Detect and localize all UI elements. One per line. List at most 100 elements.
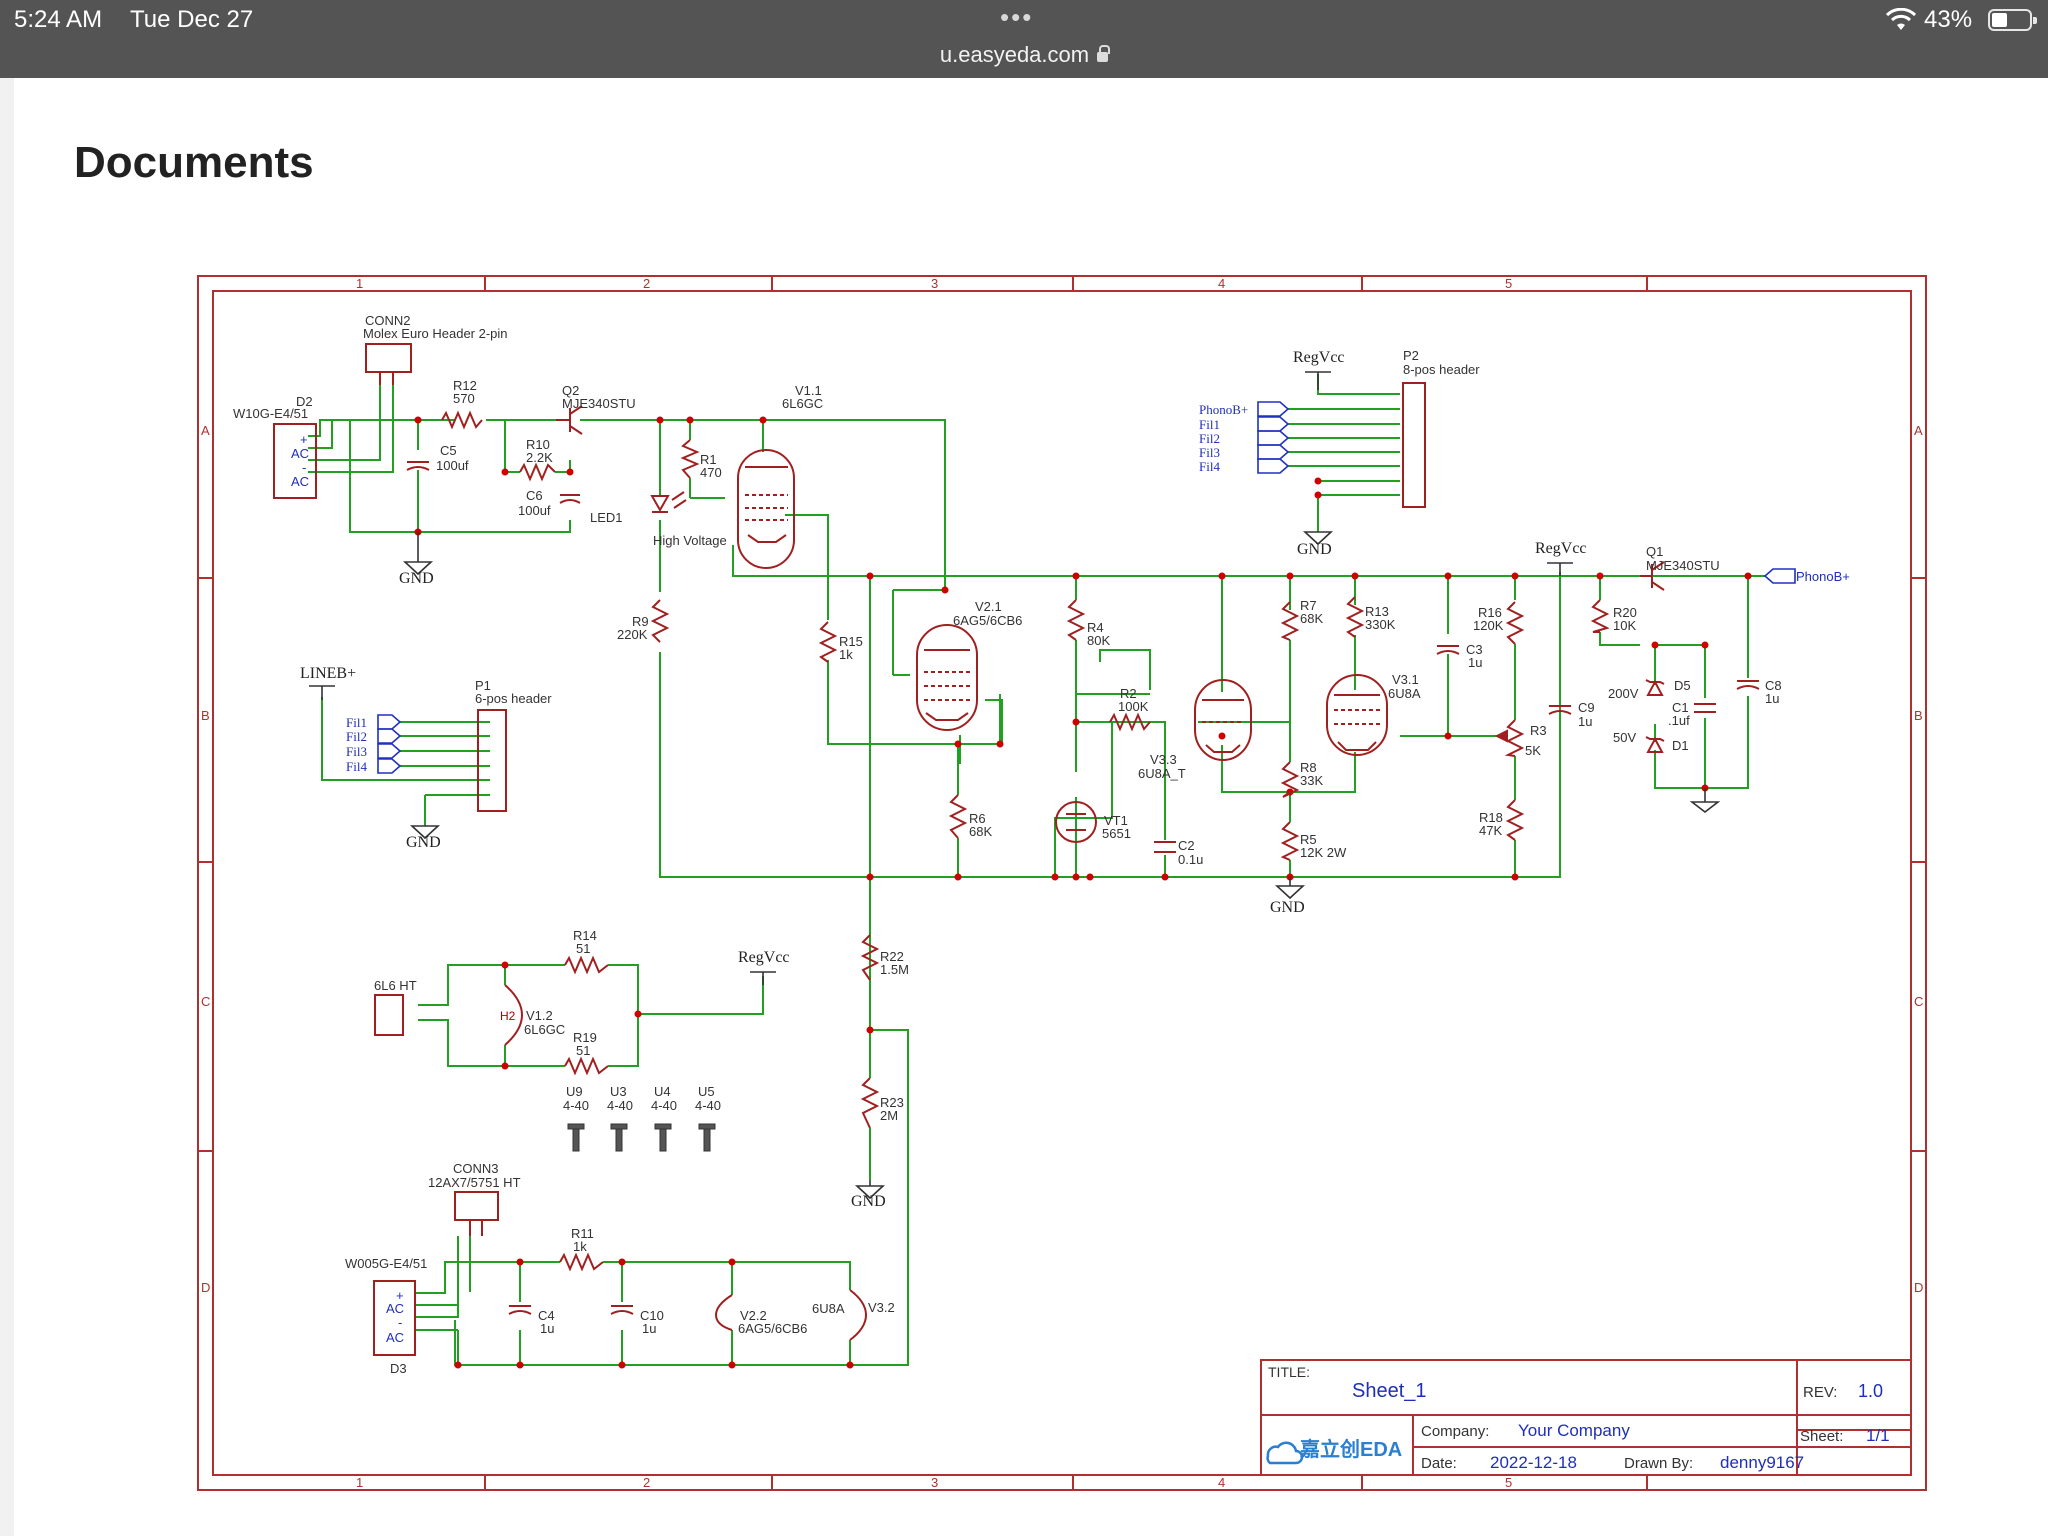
c2-ref: C2 (1178, 838, 1195, 853)
v2-2-symbol (714, 1294, 733, 1331)
company-label: Company: (1421, 1423, 1489, 1440)
battery-percent: 43% (1924, 6, 1973, 33)
v3-3-symbol (1194, 679, 1252, 761)
frame-col-label: 3 (931, 1475, 938, 1490)
r3-symbol (1504, 719, 1525, 757)
v1-2-ref: V1.2 (526, 1008, 553, 1023)
multitasking-dots[interactable]: ••• (1000, 2, 1034, 32)
r14-value: 51 (576, 941, 590, 956)
c3-ref: C3 (1466, 642, 1483, 657)
d3-pin-minus: - (398, 1315, 402, 1330)
frame-row-label: A (1914, 423, 1923, 438)
r5-ref: R5 (1300, 832, 1317, 847)
r10-value: 2.2K (526, 450, 553, 465)
d3-pin-plus: + (396, 1288, 404, 1303)
lock-icon (1097, 45, 1111, 62)
gnd-label: GND (399, 570, 434, 587)
v3-1-value: 6U8A (1388, 686, 1421, 701)
r14-symbol (564, 955, 609, 975)
p2-symbol (1402, 382, 1426, 508)
screw-value: 4-40 (695, 1098, 721, 1113)
r5-symbol (1280, 821, 1300, 861)
status-bar: 5:24 AM Tue Dec 27 ••• u.easyeda.com 43% (0, 0, 2048, 78)
r12-symbol (441, 410, 483, 430)
frame-row-label: A (201, 423, 210, 438)
q2-value: MJE340STU (562, 396, 636, 411)
d5-value: 200V (1608, 686, 1639, 701)
v3-3-ref: V3.3 (1150, 752, 1177, 767)
r4-value: 80K (1087, 633, 1110, 648)
v3-1-symbol (1326, 674, 1388, 756)
title-label: TITLE: (1268, 1364, 1310, 1380)
d3-value: W005G-E4/51 (345, 1256, 427, 1271)
r13-value: 330K (1365, 617, 1396, 632)
r10-ref: R10 (526, 437, 550, 452)
p2-value: 8-pos header (1403, 362, 1480, 377)
r12-value: 570 (453, 391, 475, 406)
q2-ref: Q2 (562, 383, 579, 398)
v3-2-value: 6U8A (812, 1301, 845, 1316)
address-bar[interactable]: u.easyeda.com (0, 42, 2048, 68)
r6-symbol (948, 794, 968, 839)
q1-ref: Q1 (1646, 544, 1663, 559)
screw-ref: U9 (566, 1084, 583, 1099)
gnd-icon (1689, 801, 1721, 814)
h2-ref: H2 (500, 1009, 516, 1023)
d2-pin-ac: AC (291, 446, 309, 461)
ht6l6-symbol (374, 994, 404, 1036)
r8-ref: R8 (1300, 760, 1317, 775)
r22-ref: R22 (880, 949, 904, 964)
d2-pin-ac: AC (291, 474, 309, 489)
c6-value: 100uf (518, 503, 551, 518)
gnd-icon (409, 825, 441, 840)
r1-ref: R1 (700, 452, 717, 467)
r20-ref: R20 (1613, 605, 1637, 620)
drawn-by-label: Drawn By: (1624, 1455, 1693, 1472)
p2-ref: P2 (1403, 348, 1419, 363)
r19-ref: R19 (573, 1030, 597, 1045)
frame-col-label: 1 (356, 1475, 363, 1490)
sheet-title: Sheet_1 (1352, 1380, 1427, 1402)
battery-fill (1992, 13, 2008, 27)
v1-2-symbol (504, 984, 524, 1046)
vt1-symbol (1055, 801, 1097, 843)
r2-value: 100K (1118, 699, 1149, 714)
p1-net-label: Fil2 (346, 729, 367, 744)
drawn-by-value: denny9167 (1720, 1453, 1804, 1472)
r16-symbol (1505, 601, 1525, 645)
p2-net-label: PhonoB+ (1199, 402, 1248, 417)
p1-net-label: Fil3 (346, 744, 367, 759)
c5-value: 100uf (436, 458, 469, 473)
led1-symbol (650, 495, 670, 513)
r18-value: 47K (1479, 823, 1502, 838)
r12-ref: R12 (453, 378, 477, 393)
d2-pin-plus: + (300, 432, 308, 447)
v2-1-ref: V2.1 (975, 599, 1002, 614)
v1-2-value: 6L6GC (524, 1022, 565, 1037)
p2-net-label: Fil1 (1199, 417, 1220, 432)
conn3-value: 12AX7/5751 HT (428, 1175, 521, 1190)
screw-ref: U4 (654, 1084, 671, 1099)
p1-net-label: Fil4 (346, 759, 367, 774)
v1-1-symbol (737, 449, 795, 569)
r14-ref: R14 (573, 928, 597, 943)
d1-ref: D1 (1672, 738, 1689, 753)
c6-ref: C6 (526, 488, 543, 503)
r7-value: 68K (1300, 611, 1323, 626)
d1-symbol (1646, 736, 1664, 753)
r3-ref: R3 (1530, 723, 1547, 738)
gnd-icon (1274, 885, 1306, 900)
frame-row-label: C (201, 994, 210, 1009)
r9-value: 220K (617, 627, 648, 642)
r10-symbol (519, 462, 556, 482)
r13-ref: R13 (1365, 604, 1389, 619)
r18-ref: R18 (1479, 810, 1503, 825)
ground-symbols (309, 371, 1721, 1200)
c8-value: 1u (1765, 691, 1779, 706)
v3-1-ref: V3.1 (1392, 672, 1419, 687)
d2-pin-minus: - (302, 460, 306, 475)
p1-symbol (477, 709, 507, 812)
frame-col-label: 1 (356, 276, 363, 291)
r11-symbol (559, 1252, 604, 1272)
